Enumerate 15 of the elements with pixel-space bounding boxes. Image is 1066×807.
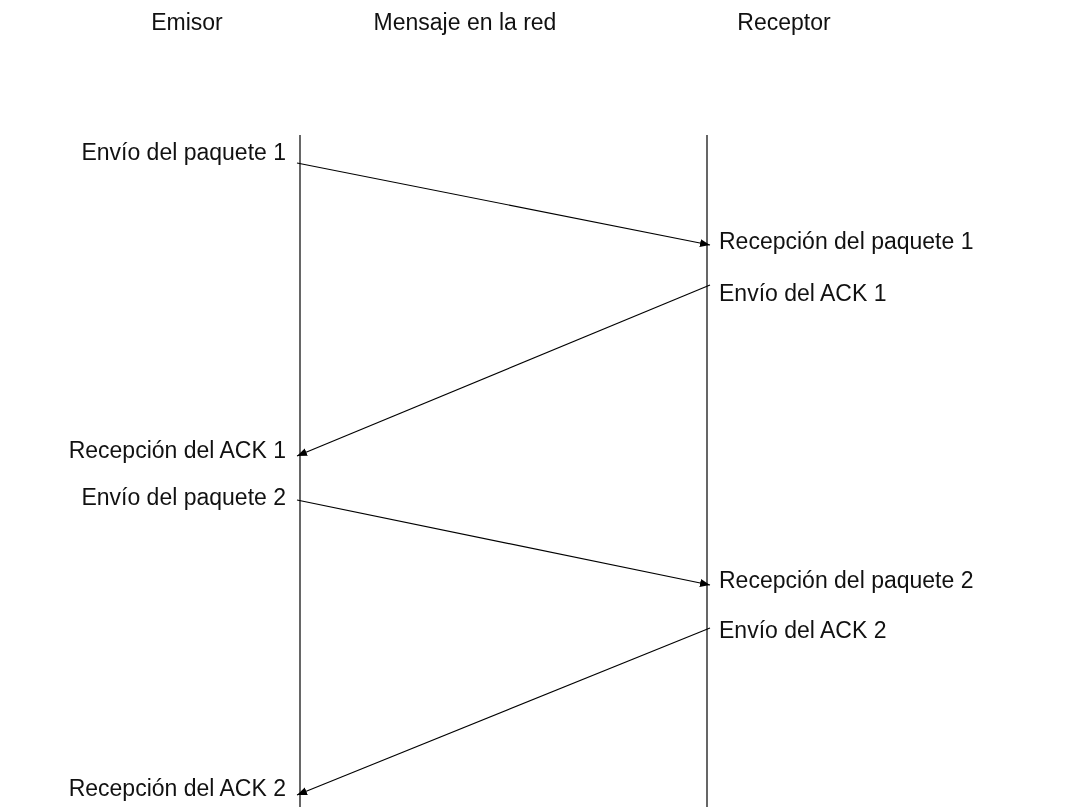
column-heading: Mensaje en la red bbox=[373, 8, 557, 37]
event-label: Recepción del paquete 2 bbox=[710, 566, 974, 594]
arrow bbox=[296, 284, 711, 457]
event-label: Recepción del ACK 1 bbox=[68, 436, 297, 464]
column-heading: Emisor bbox=[151, 8, 223, 37]
column-heading: Receptor bbox=[737, 8, 831, 37]
event-label: Envío del paquete 2 bbox=[81, 483, 297, 511]
arrow bbox=[296, 627, 711, 796]
event-label: Envío del ACK 1 bbox=[710, 279, 887, 307]
arrow bbox=[296, 499, 711, 587]
arrow bbox=[296, 162, 711, 247]
event-label: Recepción del paquete 1 bbox=[710, 227, 974, 255]
event-label: Envío del ACK 2 bbox=[710, 616, 887, 644]
event-label: Recepción del ACK 2 bbox=[68, 774, 297, 802]
event-label: Envío del paquete 1 bbox=[81, 138, 297, 166]
